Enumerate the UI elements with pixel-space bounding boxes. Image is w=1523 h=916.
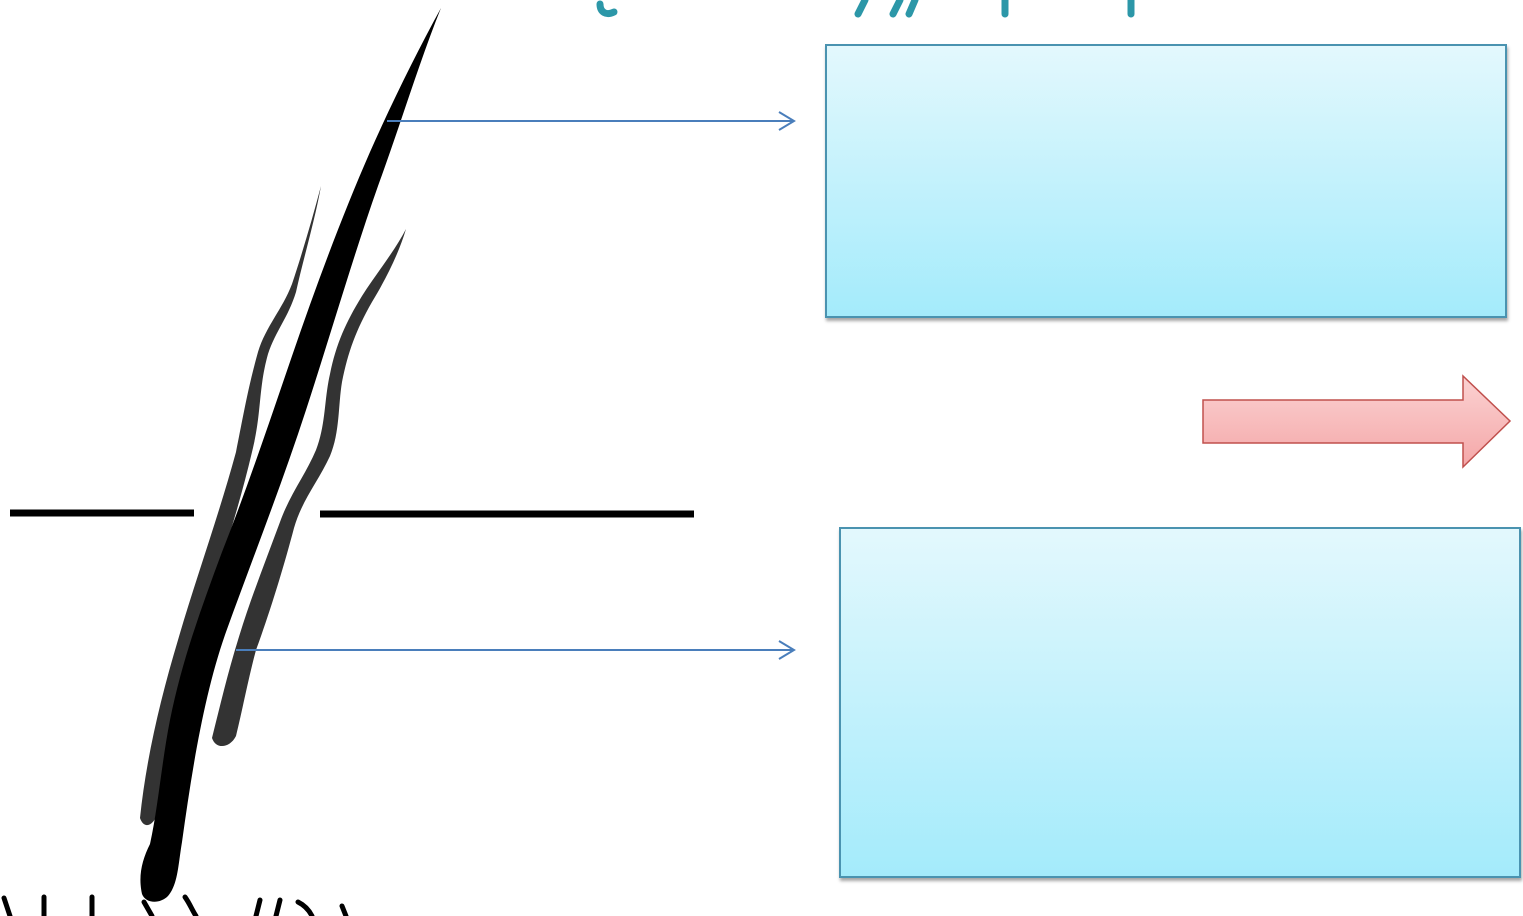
hair-follicle-illustration bbox=[140, 8, 441, 902]
block-arrow-right bbox=[1202, 374, 1512, 469]
outer-root-sheath-right bbox=[212, 229, 406, 747]
hair-shaft bbox=[140, 8, 441, 902]
cropped-title-strokes bbox=[596, 0, 1135, 18]
label-box-top bbox=[825, 44, 1507, 318]
pointer-arrow-bottom bbox=[236, 640, 796, 660]
label-box-bottom bbox=[839, 527, 1521, 878]
cropped-bottom-handwriting bbox=[1, 894, 349, 916]
pointer-arrow-top bbox=[387, 111, 796, 131]
